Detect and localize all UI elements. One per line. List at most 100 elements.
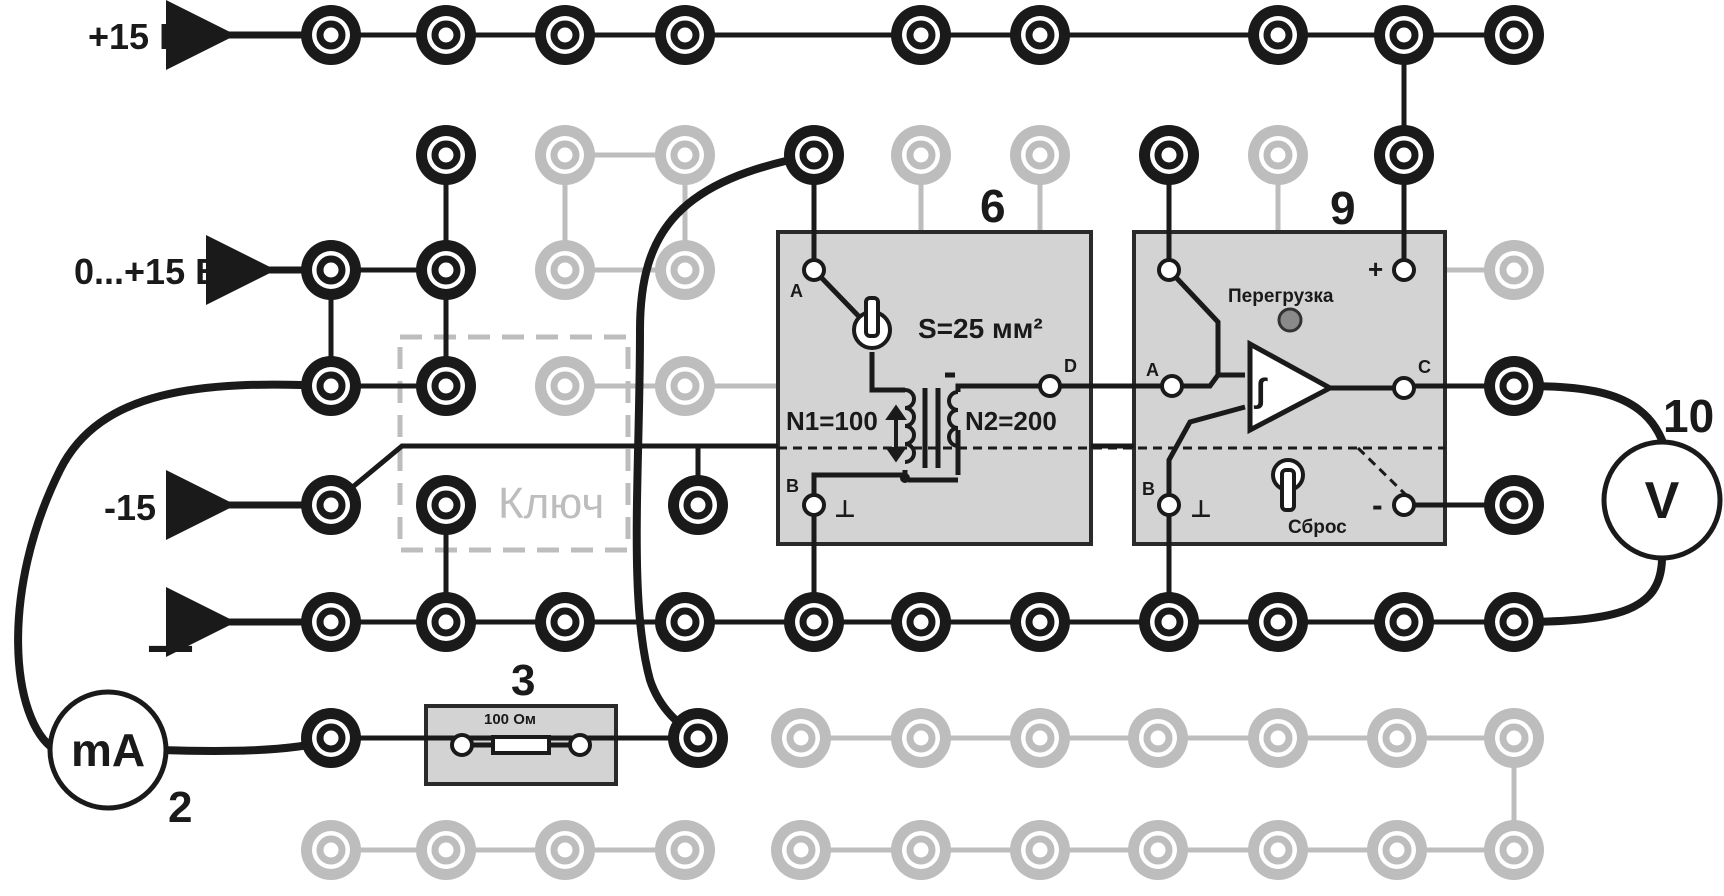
socket: [1248, 592, 1308, 652]
socket: [1248, 5, 1308, 65]
socket: [1484, 356, 1544, 416]
socket: [301, 820, 361, 880]
socket: [301, 708, 361, 768]
socket: [416, 592, 476, 652]
reset-label: Сброс: [1288, 517, 1347, 538]
socket: [655, 125, 715, 185]
overload-label: Перегрузка: [1228, 286, 1334, 307]
socket: [1010, 820, 1070, 880]
socket: [535, 820, 595, 880]
integrator-pin-minus-label: -: [1372, 487, 1383, 523]
socket: [416, 125, 476, 185]
active-sockets: [301, 5, 1544, 768]
socket: [668, 475, 728, 535]
socket: [771, 708, 831, 768]
socket: [668, 708, 728, 768]
key-label: Ключ: [498, 479, 604, 528]
integrator-pin-a-label: A: [1146, 360, 1159, 380]
rail-plus15-label: +15 В: [88, 16, 185, 57]
socket: [655, 240, 715, 300]
socket: [1010, 592, 1070, 652]
voltmeter-symbol: V: [1645, 472, 1680, 530]
socket: [1139, 125, 1199, 185]
socket: [416, 240, 476, 300]
socket: [535, 240, 595, 300]
integrator-pin-c-label: C: [1418, 357, 1431, 377]
socket: [891, 5, 951, 65]
socket: [1367, 820, 1427, 880]
socket: [1248, 125, 1308, 185]
socket: [535, 356, 595, 416]
socket: [1484, 820, 1544, 880]
inactive-sockets: [301, 125, 1544, 880]
transformer-n2-label: N2=200: [965, 406, 1057, 436]
rail-ground-label: ⊥: [144, 600, 197, 665]
socket: [891, 592, 951, 652]
socket: [1248, 708, 1308, 768]
socket: [416, 475, 476, 535]
socket: [301, 240, 361, 300]
switch-icon: [852, 296, 892, 350]
socket: [1484, 592, 1544, 652]
socket: [416, 356, 476, 416]
ammeter: mA: [47, 689, 169, 811]
ammeter-symbol: mA: [71, 724, 145, 776]
module-pins: [450, 258, 1416, 757]
socket: [771, 820, 831, 880]
overload-indicator-icon: [1277, 307, 1303, 333]
socket: [301, 356, 361, 416]
socket: [1010, 708, 1070, 768]
rail-minus15-label: -15 В: [104, 487, 192, 528]
socket: [301, 475, 361, 535]
integrator-amplifier-icon: [1247, 339, 1336, 435]
socket: [1484, 708, 1544, 768]
integral-symbol: ∫: [1253, 372, 1268, 410]
reset-switch-icon: [1271, 458, 1305, 512]
socket: [301, 592, 361, 652]
voltmeter-number: 10: [1663, 390, 1714, 442]
socket: [1484, 5, 1544, 65]
socket: [891, 708, 951, 768]
socket: [1484, 240, 1544, 300]
transformer-pin-a-label: A: [790, 281, 803, 301]
rail-adj-label: 0...+15 В: [74, 251, 221, 292]
transformer-area-label: S=25 мм²: [918, 313, 1043, 344]
socket: [655, 592, 715, 652]
transformer-n1-label: N1=100: [786, 406, 878, 436]
socket: [1010, 125, 1070, 185]
socket: [655, 820, 715, 880]
socket: [1128, 820, 1188, 880]
socket: [1248, 820, 1308, 880]
integrator-number: 9: [1330, 182, 1356, 234]
socket: [1374, 5, 1434, 65]
socket: [535, 125, 595, 185]
transformer-pin-b-label: B: [786, 476, 799, 496]
integrator-pin-plus-label: +: [1368, 254, 1383, 284]
transformer-number: 6: [980, 180, 1006, 232]
socket: [891, 820, 951, 880]
rail-arrows: [166, 0, 331, 657]
socket: [1374, 125, 1434, 185]
socket: [655, 5, 715, 65]
socket: [1374, 592, 1434, 652]
transformer-ground-label: ⊥: [834, 496, 856, 523]
key-box: [397, 334, 631, 553]
socket: [1139, 592, 1199, 652]
socket: [1367, 708, 1427, 768]
voltmeter: V: [1601, 439, 1723, 561]
socket: [891, 125, 951, 185]
socket: [535, 592, 595, 652]
socket: [784, 125, 844, 185]
socket: [655, 356, 715, 416]
integrator-pin-b-label: B: [1142, 479, 1155, 499]
transformer-pin-d-label: D: [1064, 356, 1077, 376]
socket: [535, 5, 595, 65]
socket: [1010, 5, 1070, 65]
socket: [416, 5, 476, 65]
socket: [301, 5, 361, 65]
resistor-icon: [491, 735, 551, 755]
socket: [784, 592, 844, 652]
integrator-ground-label: ⊥: [1190, 496, 1212, 523]
